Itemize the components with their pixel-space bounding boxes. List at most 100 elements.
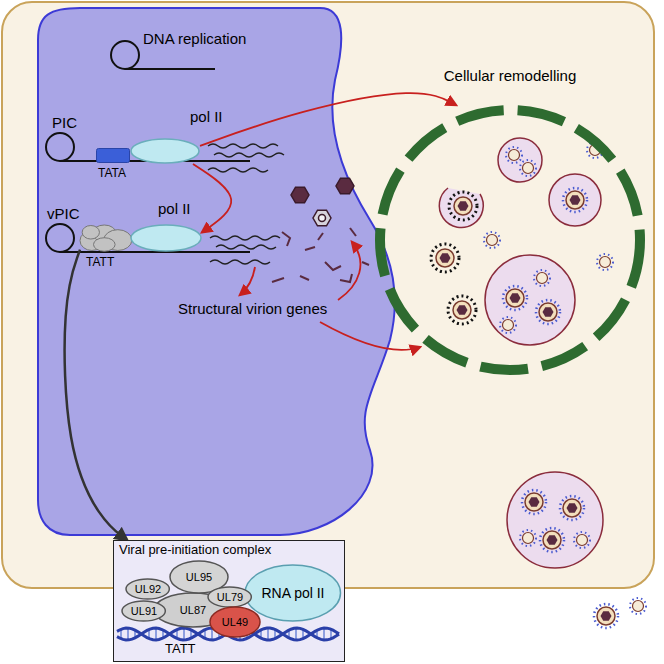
viral-genome (46, 133, 74, 161)
transcript (208, 144, 284, 264)
polymerase-shape (131, 139, 199, 163)
dna-helix (155, 628, 157, 640)
virion-group (503, 286, 527, 310)
node-label: vPIC (47, 205, 80, 222)
vesicle (439, 188, 483, 228)
dna-helix (323, 628, 325, 640)
gene-label: Structural virion genes (178, 300, 327, 317)
virion-group (560, 496, 584, 520)
virion-group (630, 598, 646, 614)
vesicle (549, 174, 601, 226)
transcript (216, 245, 276, 249)
virion-group (520, 160, 536, 176)
pathway-arrow (193, 164, 231, 232)
polymerase-ellipse (245, 565, 341, 621)
nucleus (38, 8, 395, 535)
viral-protein (282, 232, 290, 246)
virion-group (520, 530, 536, 546)
transcript (214, 153, 284, 157)
viral-protein (300, 276, 309, 280)
pic-box (97, 149, 130, 163)
virion-group (563, 188, 587, 212)
virion-group (448, 296, 476, 324)
virion-group (574, 532, 590, 548)
protein-blob (82, 226, 99, 240)
remodelling-ring (380, 110, 640, 370)
node-label: Viral pre-initiation complex (119, 543, 271, 558)
transcript (210, 236, 280, 240)
protein-ellipse: UL49 (209, 606, 261, 638)
remodelling-ring-outline (375, 105, 645, 375)
vesicle (507, 472, 603, 568)
pic-box-outline (96, 148, 130, 163)
protein-ellipse (208, 587, 251, 607)
node-label: Cellular remodelling (444, 67, 577, 84)
virion-group (522, 490, 546, 514)
polymerase-shape: pol II (130, 138, 200, 164)
pathway-arrow (65, 250, 127, 540)
node-label: pol II (158, 200, 191, 217)
dna-helix (295, 628, 297, 640)
remodelling-ring: Cellular remodelling (375, 105, 645, 375)
polymerase-shape: pol II (130, 224, 202, 252)
viral-protein (318, 233, 323, 240)
pathway-arrow (320, 322, 420, 350)
vpic-cluster-outline (80, 225, 134, 251)
polymerase-shape-outline (130, 224, 202, 252)
node-label: UL92 (135, 583, 161, 596)
viral-genome (111, 41, 139, 69)
node-label: UL79 (217, 591, 243, 604)
capsid (313, 210, 331, 226)
pic-box: PIC (96, 148, 130, 163)
virion-group (431, 142, 646, 628)
polymerase-shape (131, 225, 201, 251)
dna-helix (183, 628, 185, 640)
capsid (291, 178, 354, 226)
virion-group (536, 300, 560, 324)
virion-group (500, 317, 516, 333)
capsid (319, 215, 326, 222)
inset-panel (114, 541, 345, 662)
promoter-label: TATT (165, 642, 196, 657)
protein-ellipse (126, 579, 169, 599)
pathway-arrow (338, 242, 360, 300)
promoter-label: TATA (98, 167, 126, 181)
protein-ellipse: UL79 (207, 586, 252, 608)
protein-ellipse: UL91 (121, 600, 166, 622)
virion-group (597, 254, 613, 270)
virion-group (484, 232, 500, 248)
promoter-label: TATT (86, 256, 114, 270)
dna-helix (267, 628, 269, 640)
viral-genome (60, 251, 250, 253)
viral-protein (305, 247, 315, 250)
node-label: PIC (52, 114, 77, 131)
inset-panel: Viral pre-initiation complexUL92 UL95UL79… (113, 540, 345, 662)
capsid (336, 178, 354, 194)
viral-protein (272, 278, 284, 282)
virion-group (540, 528, 564, 552)
viral-protein (350, 228, 356, 236)
virion-group (449, 192, 477, 220)
node-label: pol II (190, 108, 223, 125)
transcript (208, 168, 268, 172)
viral-protein (362, 262, 369, 265)
vesicle (498, 138, 542, 182)
vpic-cluster: vPIC (80, 225, 134, 251)
capsid (291, 187, 309, 203)
node-label: UL95 (186, 571, 212, 584)
pathway-arrow (200, 93, 456, 146)
viral-protein (340, 274, 352, 282)
virion-group (594, 604, 618, 628)
viral-genome (125, 68, 215, 70)
node-label: UL49 (222, 616, 248, 629)
process-label: DNA replication (143, 30, 246, 47)
protein-ellipse (122, 601, 165, 621)
node-label: RNA pol II (261, 585, 324, 601)
pathway-arrow (240, 267, 255, 295)
viral-protein (272, 228, 369, 282)
transcript (208, 144, 278, 148)
virion-group (431, 244, 459, 272)
polymerase-ellipse: RNA pol II (244, 564, 342, 622)
polymerase-shape-outline (130, 138, 200, 164)
